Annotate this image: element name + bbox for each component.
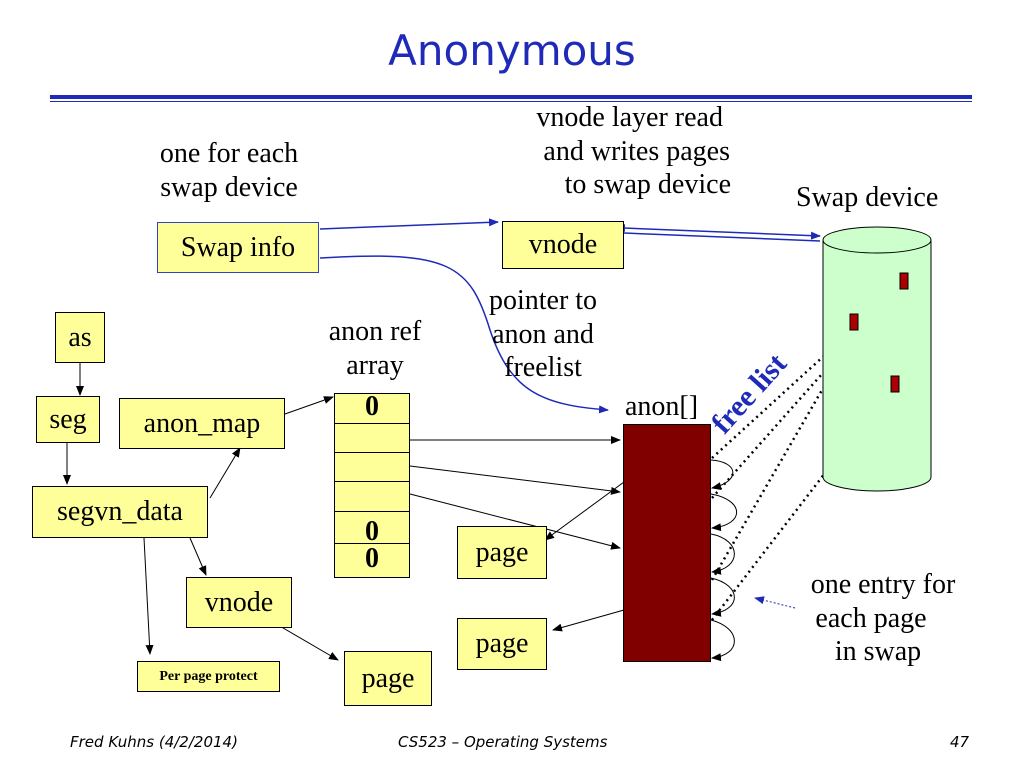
title-rule-thin bbox=[50, 101, 972, 102]
vnode-bottom-box[interactable]: vnode bbox=[186, 577, 292, 628]
arrow-array-anon-2 bbox=[409, 465, 621, 495]
freelist-loop-5 bbox=[710, 619, 735, 662]
as-box[interactable]: as bbox=[55, 312, 105, 363]
anon-array-label: anon[] bbox=[625, 391, 699, 422]
array-cell-2 bbox=[335, 453, 409, 482]
segvn-data-box[interactable]: segvn_data bbox=[32, 486, 208, 538]
anon-ref-array: 0 0 0 bbox=[334, 393, 410, 578]
swap-device-label: Swap device bbox=[796, 182, 939, 213]
array-cell-5: 0 bbox=[365, 543, 379, 574]
arrow-segvn-protect bbox=[143, 537, 154, 655]
footer-course: CS523 – Operating Systems bbox=[398, 733, 608, 751]
seg-box[interactable]: seg bbox=[36, 396, 100, 443]
arrow-segvn-vnode bbox=[189, 537, 207, 576]
arrow-vnode-swap-a bbox=[615, 224, 821, 240]
arrow-anon-page2 bbox=[544, 481, 625, 541]
swap-device-cylinder bbox=[822, 226, 932, 492]
arrow-vnode-page bbox=[277, 624, 339, 661]
title-rule-thick bbox=[50, 95, 972, 99]
swap-slot-3 bbox=[890, 375, 900, 393]
arrow-vnode-swap-b bbox=[623, 232, 821, 242]
swap-slot-2 bbox=[849, 313, 859, 331]
footer-author: Fred Kuhns (4/2/2014) bbox=[70, 733, 238, 751]
arrow-array-anon-3 bbox=[409, 493, 621, 550]
freelist-loop-4 bbox=[710, 577, 735, 617]
page-box-3[interactable]: page bbox=[457, 618, 547, 670]
arrow-anonmap-array bbox=[284, 396, 334, 415]
dotted-entry-pointer bbox=[754, 596, 796, 609]
array-cell-3 bbox=[335, 482, 409, 512]
swap-slot-1 bbox=[899, 272, 909, 290]
slide-title: Anonymous bbox=[388, 26, 636, 75]
entry-note: one entry for each page in swap bbox=[810, 569, 956, 668]
page-box-2[interactable]: page bbox=[457, 526, 547, 579]
array-cell-0: 0 bbox=[335, 393, 409, 424]
arrow-segvn-anonmap bbox=[209, 447, 241, 499]
page-box-1[interactable]: page bbox=[344, 651, 432, 706]
swap-info-box[interactable]: Swap info bbox=[157, 222, 319, 273]
anon-map-box[interactable]: anon_map bbox=[119, 398, 285, 449]
freelist-loop-1 bbox=[710, 459, 734, 491]
array-cell-4: 0 bbox=[335, 512, 409, 547]
arrow-swapinfo-vnode bbox=[319, 218, 499, 230]
arrow-swapinfo-anon bbox=[319, 255, 609, 414]
footer-page-number: 47 bbox=[950, 733, 970, 751]
array-cell-1 bbox=[335, 424, 409, 453]
freelist-loop-3 bbox=[710, 533, 735, 575]
arrow-anon-page3 bbox=[552, 609, 625, 632]
per-page-protect-box[interactable]: Per page protect bbox=[137, 661, 280, 692]
freelist-loop-2 bbox=[710, 493, 738, 532]
anon-array-block[interactable] bbox=[623, 424, 711, 662]
vnode-top-box[interactable]: vnode bbox=[502, 221, 624, 269]
dotted-anon-slot-2 bbox=[711, 333, 849, 459]
vnode-layer-note: vnode layer read and writes pages to swa… bbox=[536, 102, 731, 201]
